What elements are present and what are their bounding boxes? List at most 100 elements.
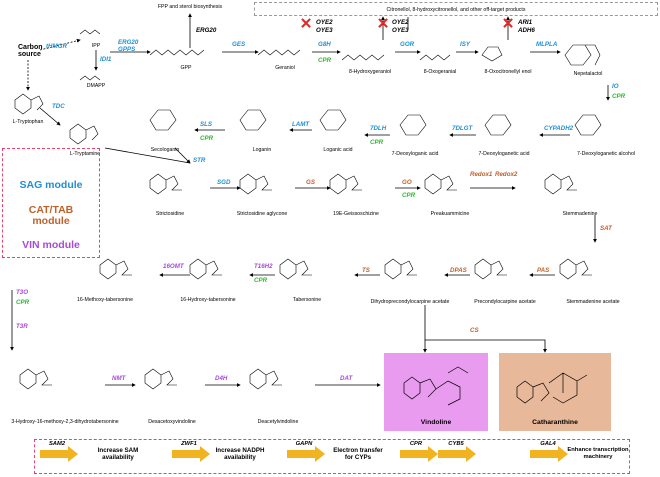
vindoline-structure bbox=[403, 366, 469, 406]
enzyme-t3r: T3R bbox=[16, 323, 28, 330]
enzyme-redox1: Redox1 bbox=[470, 171, 493, 178]
gene-cyb5: CYB5 bbox=[448, 441, 464, 447]
enzyme-oye2a: OYE2 bbox=[316, 19, 333, 26]
enzyme-cpr1: CPR bbox=[318, 57, 332, 64]
text-nadph: Increase NADPH availability bbox=[215, 447, 265, 462]
ltrp-label: L-Tryptophan bbox=[12, 119, 44, 125]
deoxyloganetic-alcohol-label: 7-Deoxyloganetic alcohol bbox=[577, 151, 635, 157]
enzyme-dpas: DPAS bbox=[450, 267, 467, 274]
ipp-label: IPP bbox=[91, 43, 101, 49]
engineering-strategies-box bbox=[34, 439, 630, 474]
geissoschizine-label: 19E-Geissoschizine bbox=[333, 211, 379, 217]
preakuammicine-label: Preakuammicine bbox=[430, 211, 470, 217]
deoxyloganic-label: 7-Deoxyloganic acid bbox=[391, 151, 439, 157]
loganin-label: Loganin bbox=[252, 147, 272, 153]
enzyme-ges: GES bbox=[232, 41, 246, 48]
enzyme-erg20: ERG20 bbox=[196, 27, 217, 34]
hydroxytabersonine-label: 16-Hydroxy-tabersonine bbox=[180, 297, 236, 303]
secologanin-label: Secologanin bbox=[150, 147, 180, 153]
enzyme-tdc: TDC bbox=[52, 103, 65, 110]
nepetalactol-label: Nepetalactol bbox=[573, 71, 603, 77]
enzyme-oye3b: OYE3 bbox=[392, 27, 409, 34]
deacetylvindoline-label: Deacetylvindoline bbox=[257, 419, 299, 425]
carbon-source: Carbon source bbox=[18, 44, 43, 58]
enzyme-7dlh: 7DLH bbox=[370, 125, 387, 132]
enzyme-sls: SLS bbox=[200, 121, 213, 128]
enzyme-cpr7: CPR bbox=[16, 299, 30, 306]
dmapp-label: DMAPP bbox=[86, 83, 106, 89]
enzyme-cpr6: CPR bbox=[254, 277, 268, 284]
desacetoxyvindoline-label: Desacetoxyvindoline bbox=[148, 419, 196, 425]
loganic-acid-label: Loganic acid bbox=[323, 147, 353, 153]
sag-module: SAG module bbox=[19, 179, 83, 191]
enzyme-16omt: 16OMT bbox=[163, 263, 184, 270]
enzyme-sgd: SGD bbox=[217, 179, 231, 186]
tabersonine-label: Tabersonine bbox=[292, 297, 322, 303]
enzyme-gs: GS bbox=[306, 179, 315, 186]
gpp-label: GPP bbox=[180, 65, 192, 71]
gene-zwf1: ZWF1 bbox=[181, 441, 197, 447]
catharanthine-structure bbox=[516, 372, 588, 404]
gene-gal4: GAL4 bbox=[540, 441, 556, 447]
enzyme-cpr5: CPR bbox=[402, 192, 416, 199]
text-sam: Increase SAM availability bbox=[97, 447, 139, 462]
enzyme-thmgr: tHMGR bbox=[46, 43, 67, 50]
vin-module: VIN module bbox=[22, 239, 80, 251]
knockout-x-2: ✕ bbox=[376, 15, 390, 33]
enzyme-isy: ISY bbox=[460, 41, 470, 48]
strictosidine-aglycone-label: Strictosidine aglycone bbox=[236, 211, 288, 217]
knockout-x-3: ✕ bbox=[501, 15, 515, 33]
offtarget-box: Citronellol, 8-hydroxycitronellol, and o… bbox=[254, 2, 658, 16]
enzyme-cypadh2: CYPADH2 bbox=[544, 125, 574, 132]
geraniol-label: Geraniol bbox=[275, 65, 295, 71]
gene-sam2: SAM2 bbox=[48, 441, 66, 447]
enzyme-oye2b: OYE2 bbox=[392, 19, 409, 26]
dihydroprecondylocarpine-label: Dihydroprecondylocarpine acetate bbox=[370, 299, 450, 305]
hydroxymethoxy-label: 3-Hydroxy-16-methoxy-2,3-dihydrotaberson… bbox=[11, 419, 119, 425]
enzyme-g8h: G8H bbox=[318, 41, 331, 48]
vindoline-box: Vindoline bbox=[384, 353, 488, 431]
vindoline-label: Vindoline bbox=[420, 419, 452, 426]
enzyme-oye3a: OYE3 bbox=[316, 27, 333, 34]
cat-module: CAT/TAB module bbox=[28, 204, 74, 228]
catharanthine-box: Catharanthine bbox=[499, 353, 611, 431]
enzyme-mlpla: MLPLA bbox=[536, 41, 558, 48]
enzyme-str: STR bbox=[193, 157, 206, 164]
enzyme-ari1: ARI1 bbox=[518, 19, 533, 26]
enzyme-idi1: IDI1 bbox=[100, 56, 112, 63]
enzyme-cpr2: CPR bbox=[612, 93, 626, 100]
enzyme-7dlgt: 7DLGT bbox=[452, 125, 473, 132]
enzyme-lamt: LAMT bbox=[292, 121, 310, 128]
enzyme-io: IO bbox=[612, 83, 619, 90]
knockout-x-1: ✕ bbox=[299, 15, 313, 33]
text-transcription: Enhance transcription machinery bbox=[567, 447, 629, 460]
oxogeranial-label: 8-Oxogeranial bbox=[423, 69, 457, 75]
enzyme-ts: TS bbox=[362, 267, 370, 274]
deoxyloganetic-acid-label: 7-Deoxyloganetic acid bbox=[478, 151, 530, 157]
enzyme-cpr3: CPR bbox=[200, 135, 214, 142]
enzyme-adh6: ADH6 bbox=[518, 27, 535, 34]
module-legend bbox=[2, 148, 100, 258]
enzyme-cs: CS bbox=[470, 327, 479, 334]
enzyme-gor: GOR bbox=[400, 41, 415, 48]
stemmadenine-acetate-label: Stemmadenine acetate bbox=[566, 299, 620, 305]
enzyme-pas: PAS bbox=[537, 267, 550, 274]
enzyme-dat: DAT bbox=[340, 375, 353, 382]
ltryptamine-label: L-Tryptamine bbox=[69, 151, 101, 157]
strictosidine-label: Strictosidine bbox=[155, 211, 185, 217]
enzyme-sat: SAT bbox=[600, 225, 612, 232]
methoxytabersonine-label: 16-Methoxy-tabersonine bbox=[77, 297, 133, 303]
enzyme-redox2: Redox2 bbox=[495, 171, 518, 178]
enzyme-t3o: T3O bbox=[16, 289, 29, 296]
enzyme-nmt: NMT bbox=[112, 375, 126, 382]
precondylocarpine-label: Precondylocarpine acetate bbox=[474, 299, 536, 305]
gene-gapn: GAPN bbox=[295, 441, 313, 447]
enzyme-erg20gpps: ERG20 GPPS bbox=[118, 39, 139, 53]
gene-cpr: CPR bbox=[409, 441, 423, 447]
fpp-label: FPP and sterol biosynthesis bbox=[157, 4, 223, 10]
text-electron: Electron transfer for CYPs bbox=[333, 447, 383, 462]
catharanthine-label: Catharanthine bbox=[532, 419, 578, 426]
enzyme-t16h2: T16H2 bbox=[254, 263, 273, 270]
